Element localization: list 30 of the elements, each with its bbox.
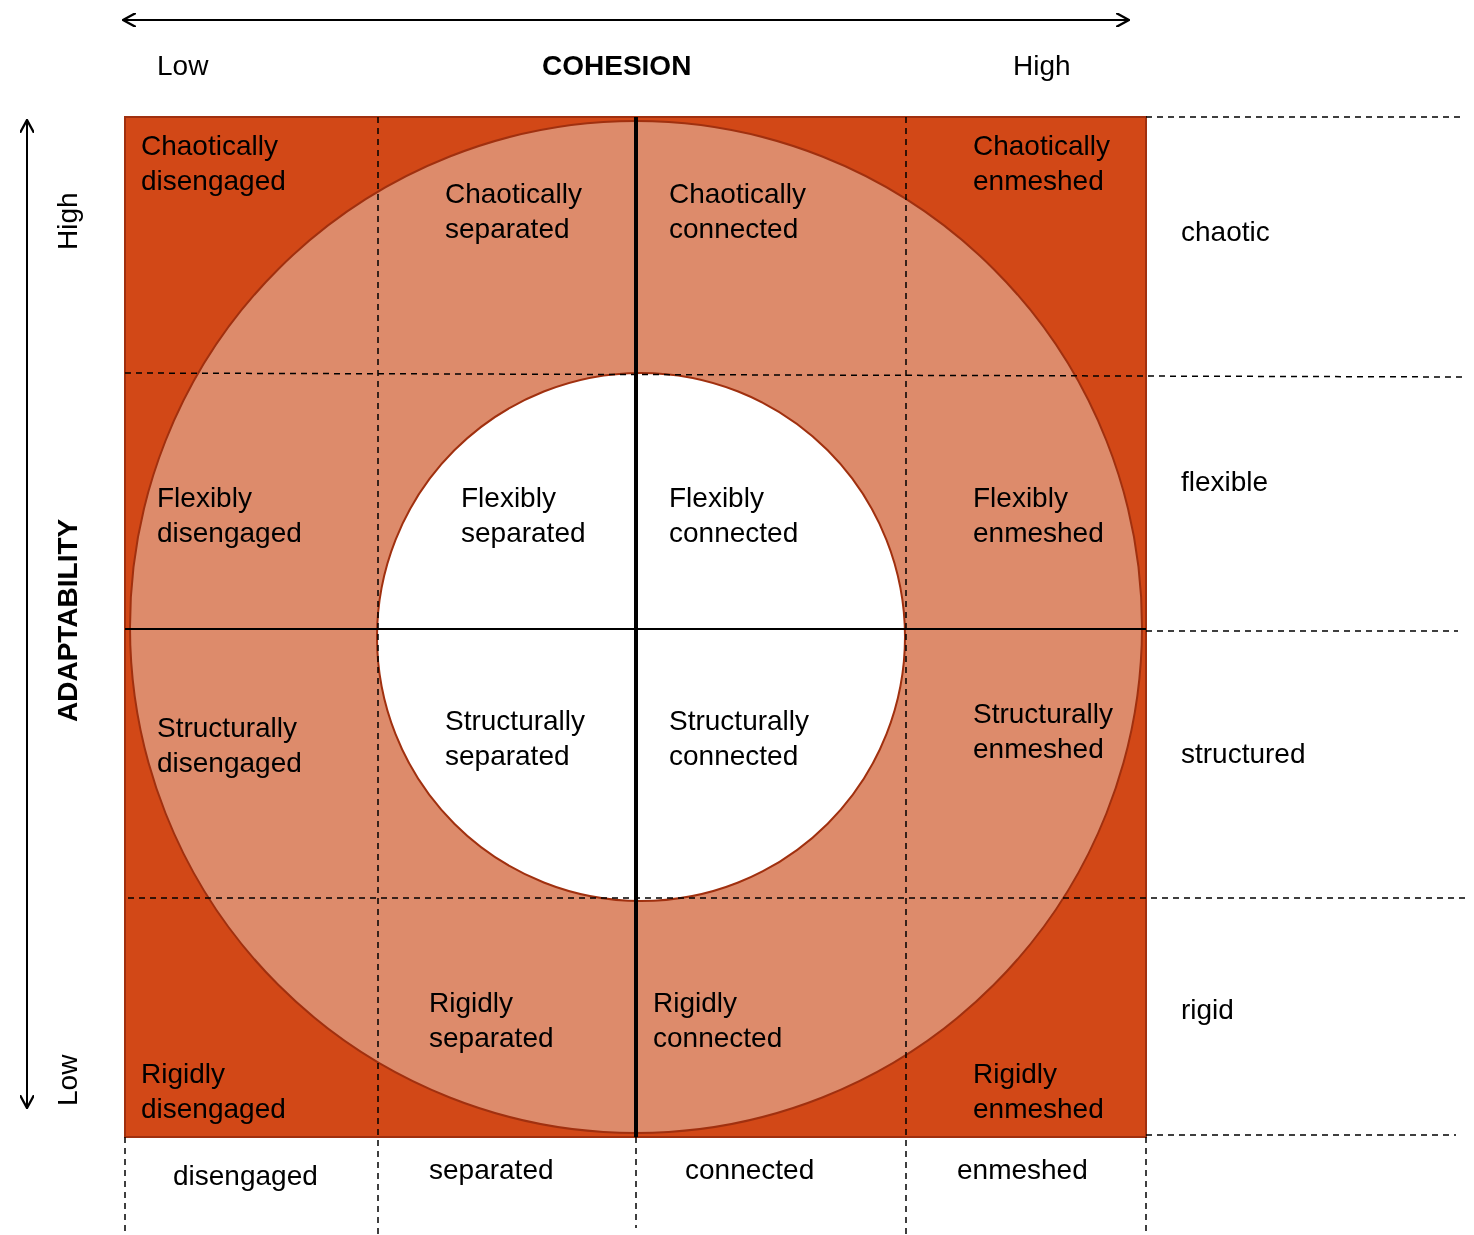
axis-end-label: High [1013,50,1071,82]
region-label: Rigidly separated [429,985,599,1055]
region-label: Chaotically disengaged [141,128,311,198]
column-label: enmeshed [957,1154,1088,1186]
column-label: separated [429,1154,554,1186]
column-label: disengaged [173,1160,318,1192]
region-label: Structurally separated [445,703,615,773]
region-label: Chaotically connected [669,176,839,246]
axis-end-label: Low [52,1054,84,1106]
region-label: Flexibly connected [669,480,839,550]
region-label: Rigidly disengaged [141,1056,311,1126]
region-label: Structurally connected [669,703,839,773]
region-label: Rigidly connected [653,985,823,1055]
column-label: connected [685,1154,815,1186]
row-label: structured [1181,738,1306,770]
region-label: Flexibly disengaged [157,480,327,550]
region-label: Rigidly enmeshed [973,1056,1143,1126]
row-label: flexible [1181,466,1269,498]
axis-end-label: High [52,192,84,250]
row-label: chaotic [1181,216,1270,248]
row-label: rigid [1181,994,1234,1026]
axis-title: ADAPTABILITY [52,518,84,722]
region-label: Structurally enmeshed [973,696,1143,766]
region-label: Flexibly separated [461,480,631,550]
region-label: Flexibly enmeshed [973,480,1143,550]
region-label: Structurally disengaged [157,710,327,780]
region-label: Chaotically enmeshed [973,128,1143,198]
region-label: Chaotically separated [445,176,615,246]
axis-title: COHESION [542,50,692,82]
axis-end-label: Low [157,50,209,82]
